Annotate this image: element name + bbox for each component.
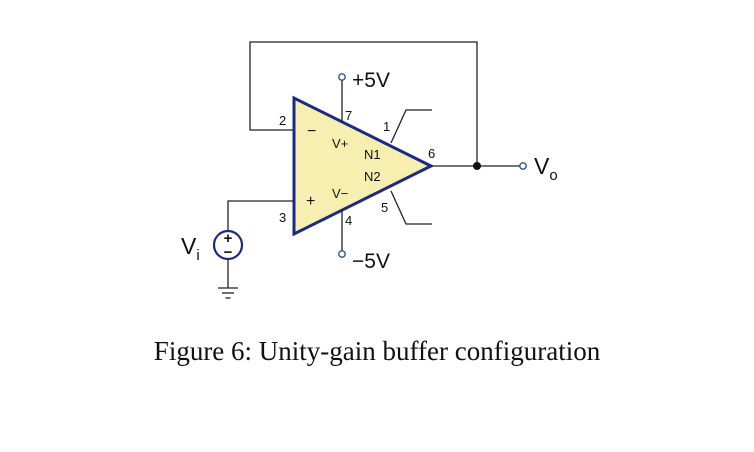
vplus-terminal (338, 73, 346, 81)
output-terminal (519, 162, 527, 170)
output-label-sub: o (549, 167, 557, 184)
noninverting-sign: + (306, 193, 315, 210)
n2-label: N2 (364, 169, 381, 184)
source-plus-sign: + (224, 230, 233, 247)
vminus-inner-label: V− (332, 186, 348, 201)
pin-5-label: 5 (381, 200, 388, 215)
output-label-main: V (534, 153, 550, 179)
null2-pin-wire (390, 190, 432, 225)
ground-icon (218, 287, 238, 299)
pin-4-label: 4 (345, 213, 352, 228)
feedback-junction-dot (473, 162, 481, 170)
vminus-terminal (338, 250, 346, 258)
pin-2-label: 2 (279, 113, 286, 128)
pin-1-label: 1 (383, 119, 390, 134)
figure-caption: Figure 6: Unity-gain buffer configuratio… (153, 336, 601, 366)
vplus-inner-label: V+ (332, 136, 348, 151)
positive-supply-label: +5V (352, 69, 390, 92)
input-label-sub: i (196, 247, 199, 264)
pin-6-label: 6 (428, 146, 435, 161)
input-label: Vi (181, 233, 200, 264)
input-label-main: V (181, 233, 197, 259)
voltage-source-icon (212, 229, 244, 261)
input-wire (227, 200, 294, 231)
pin-7-label: 7 (345, 108, 352, 123)
output-label: Vo (534, 153, 558, 184)
null1-pin-wire (390, 109, 432, 144)
source-minus-sign: − (224, 244, 233, 261)
n1-label: N1 (364, 147, 381, 162)
feedback-wire (249, 41, 478, 167)
opamp-triangle (292, 95, 435, 237)
negative-supply-label: −5V (352, 250, 390, 273)
inverting-sign: − (307, 123, 316, 140)
pin-3-label: 3 (279, 210, 286, 225)
